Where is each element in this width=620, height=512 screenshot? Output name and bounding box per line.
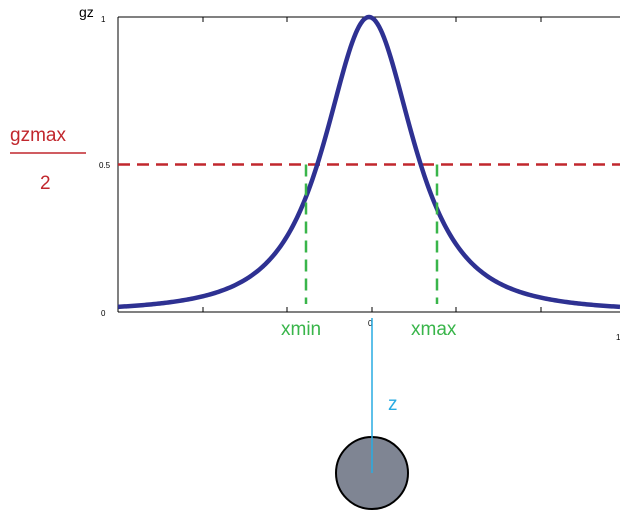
xmax-label: xmax	[411, 319, 457, 340]
y-tick-label-1: 1	[101, 15, 106, 24]
depth-label: z	[388, 394, 398, 415]
y-tick-label-half: 0.5	[99, 161, 111, 170]
x-tick-label-0: 0	[368, 319, 373, 328]
half-max-denominator: 2	[40, 173, 51, 194]
top-tick-marks	[202, 17, 542, 22]
half-max-numerator: gzmax	[10, 125, 66, 146]
x-tick-marks	[202, 307, 542, 312]
xmin-label: xmin	[281, 319, 321, 340]
x-tick-label-right: 1	[616, 333, 620, 342]
y-axis-label: gz	[79, 4, 94, 20]
gravity-anomaly-curve	[117, 14, 620, 310]
y-tick-label-0: 0	[101, 309, 106, 318]
